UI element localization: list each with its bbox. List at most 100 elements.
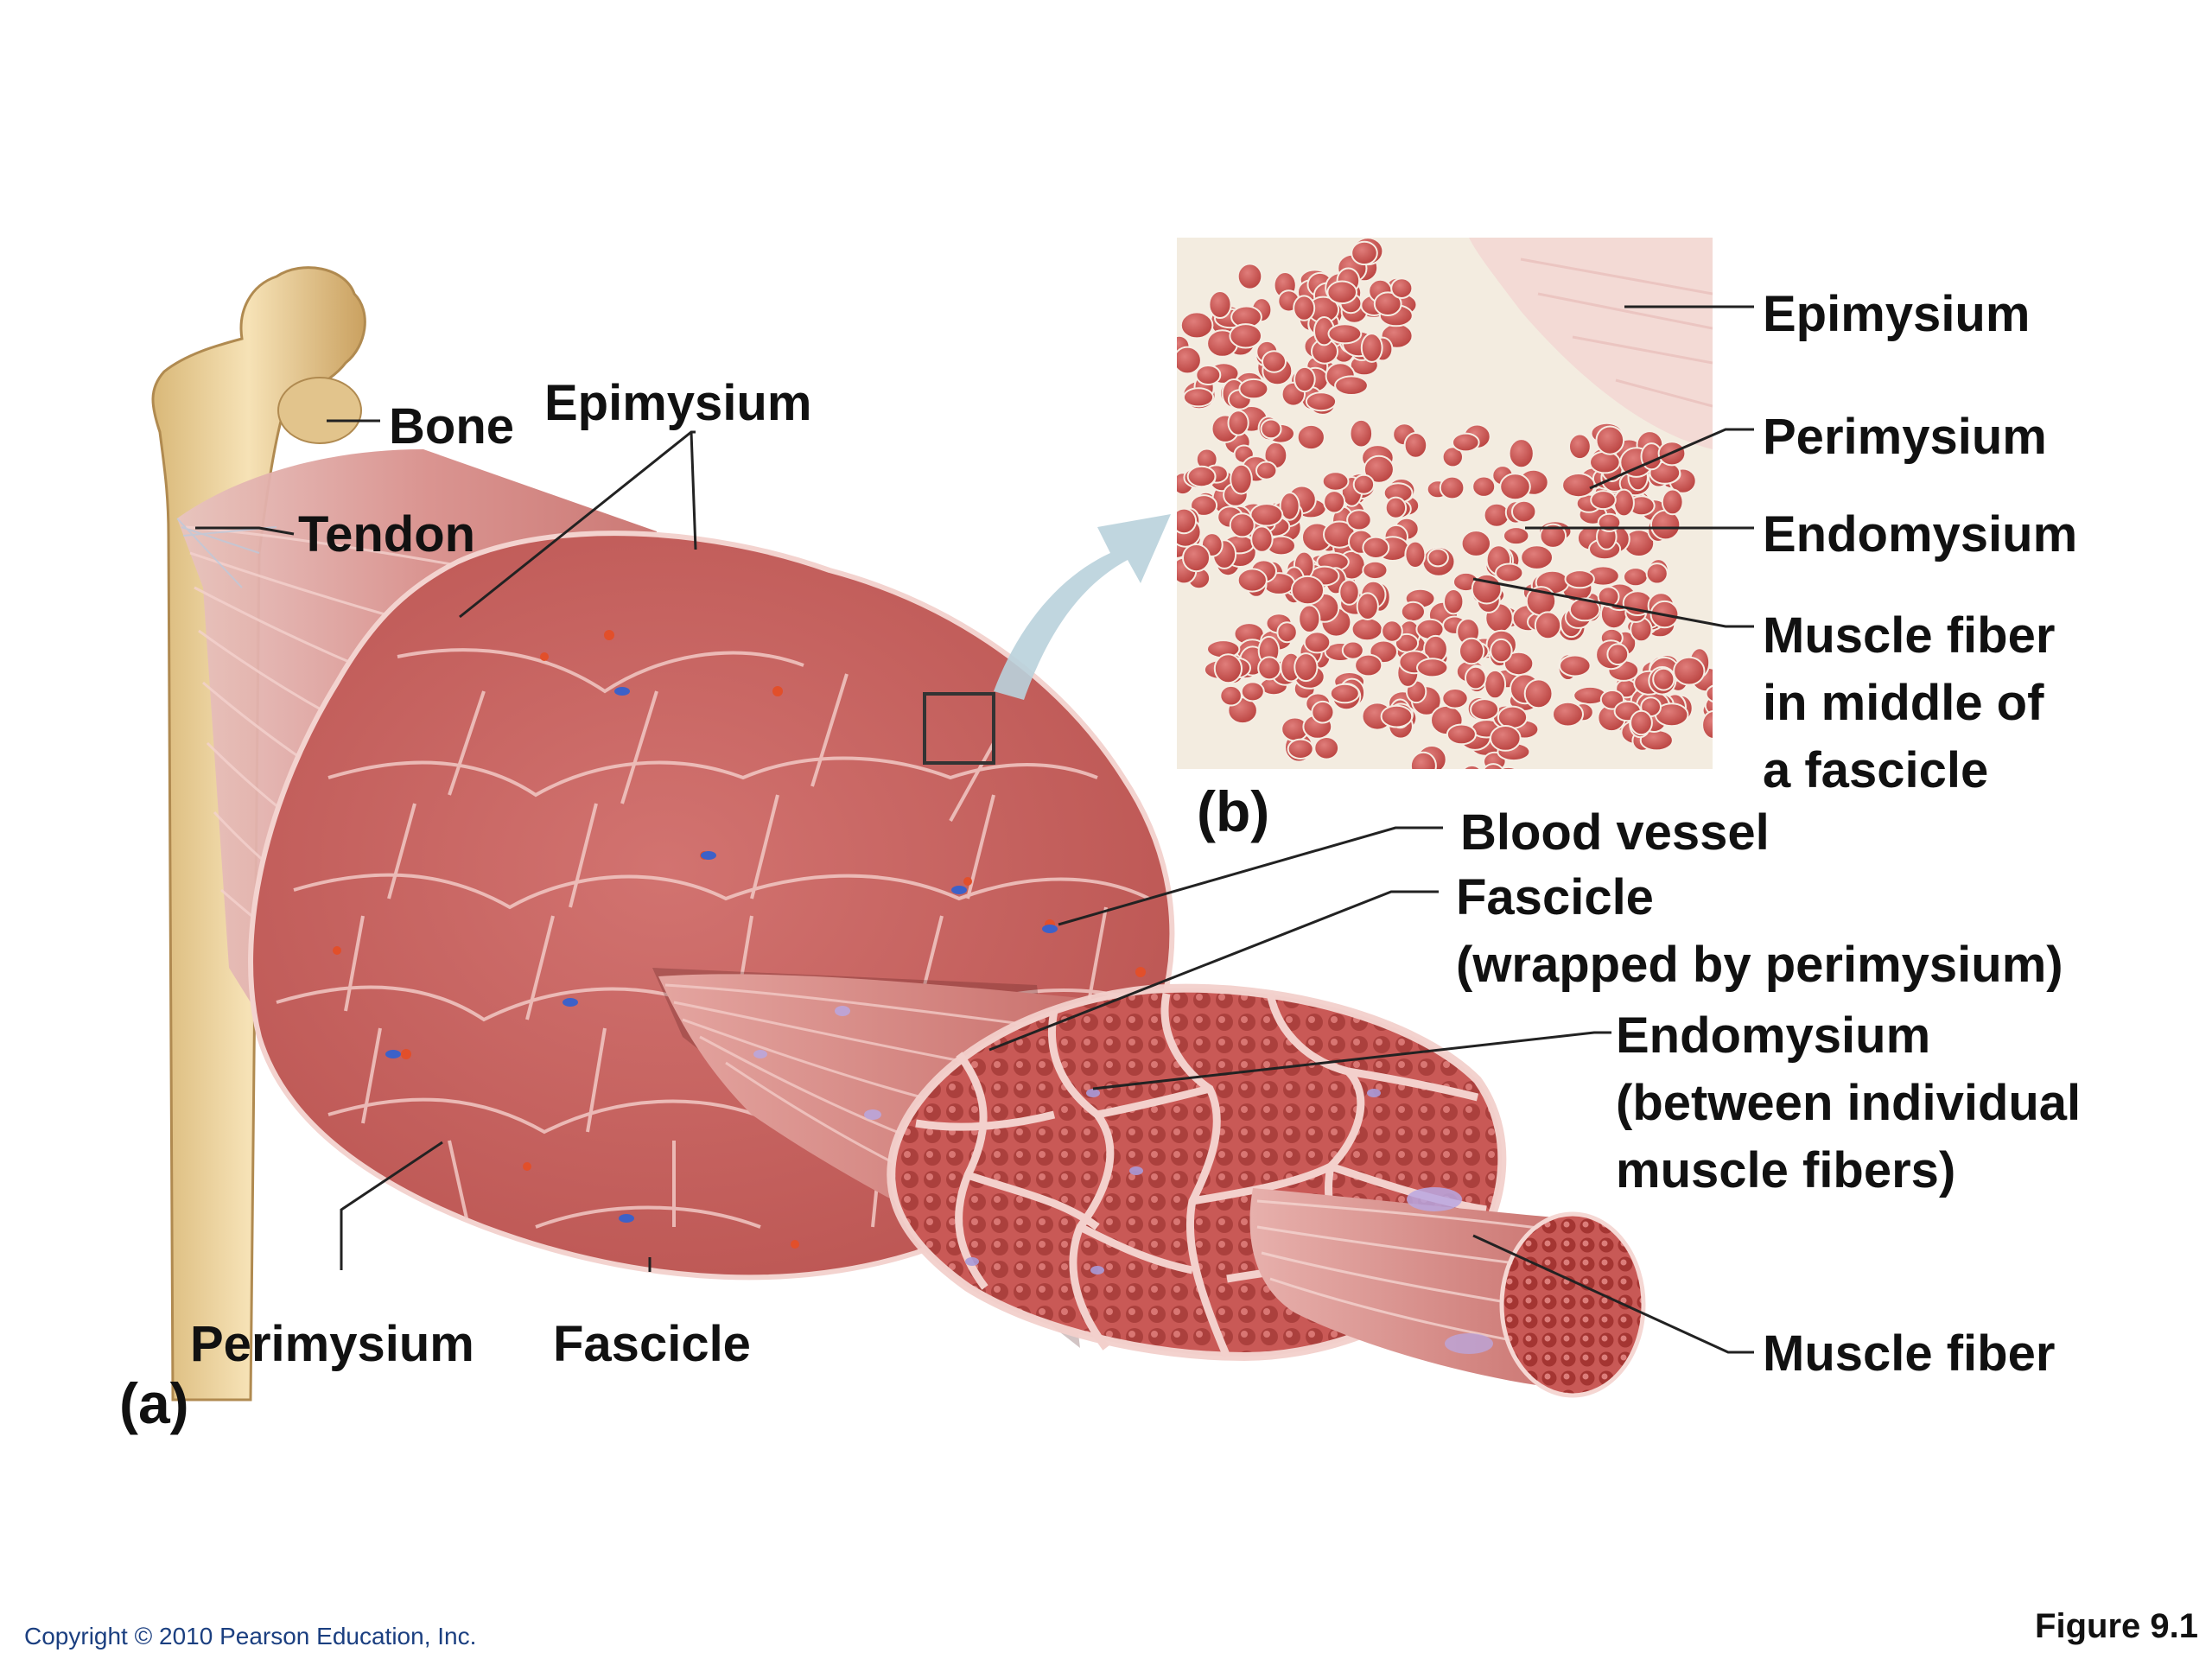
micrograph-fiber-cell <box>1321 471 1350 492</box>
micrograph-fiber-cell <box>1323 490 1346 514</box>
micrograph-fiber-cell <box>1354 653 1383 677</box>
micrograph-fiber-cell <box>1552 701 1584 728</box>
micrograph-fiber-cell <box>1673 656 1706 686</box>
micrograph-fiber-cell <box>1652 667 1675 691</box>
label-perimysium-a: Perimysium <box>190 1316 474 1372</box>
leader-lines <box>195 305 1754 1354</box>
micrograph-fiber-cell <box>1294 365 1316 393</box>
micrograph-fiber-cell <box>1229 323 1262 349</box>
micrograph-fiber-cell <box>1305 391 1338 412</box>
micrograph-fiber-cell <box>1182 387 1215 408</box>
micrograph-fiber-cell <box>1441 688 1469 709</box>
micrograph-fiber-cell <box>1606 643 1630 666</box>
micrograph-fiber-cell <box>1523 678 1554 709</box>
micrograph-fiber-cell <box>1511 499 1537 524</box>
micrograph-fiber-cell <box>1381 620 1403 643</box>
micrograph-fiber-cell <box>1236 263 1263 290</box>
micrograph <box>1177 238 1713 769</box>
micrograph-fiber-cell <box>1177 507 1198 535</box>
micrograph-fiber-cell <box>1227 410 1249 436</box>
label-fascicle-a: Fascicle <box>553 1316 751 1372</box>
micrograph-fiber-cell <box>1441 446 1465 468</box>
micrograph-fiber-cell <box>1597 586 1620 607</box>
micrograph-fiber-cell <box>1484 669 1507 700</box>
micrograph-fiber-cell <box>1208 290 1232 319</box>
label-panel-a: (a) <box>119 1371 189 1435</box>
micrograph-fiber-cell <box>1279 492 1300 521</box>
micrograph-fiber-cell <box>1460 530 1492 557</box>
label-muscle-fiber-middle-line3: a fascicle <box>1763 742 1989 798</box>
micrograph-fiber-cell <box>1380 704 1414 728</box>
micrograph-fiber-cell <box>1356 592 1379 621</box>
micrograph-fiber-cell <box>1471 475 1497 498</box>
micrograph-fiber-cell <box>1362 560 1389 581</box>
label-muscle-fiber-middle-line1: Muscle fiber <box>1763 607 2056 664</box>
label-bone: Bone <box>389 398 514 454</box>
micrograph-fiber-cell <box>1498 766 1518 769</box>
label-endomysium-between-line2: (between individual <box>1616 1075 2082 1131</box>
micrograph-fiber-cell <box>1459 637 1485 665</box>
micrograph-fiber-cell <box>1294 652 1319 683</box>
micrograph-fiber-cell <box>1186 465 1217 488</box>
micrograph-fiber-cell <box>1470 698 1500 721</box>
figure-number: Figure 9.1 <box>2035 1607 2198 1645</box>
label-muscle-fiber-middle-line2: in middle of <box>1763 675 2044 731</box>
label-endomysium-between-line3: muscle fibers) <box>1616 1142 1956 1198</box>
micrograph-fiber-cell <box>1311 700 1335 724</box>
micrograph-fiber-cell <box>1403 432 1428 459</box>
micrograph-fiber-cell <box>1257 656 1281 681</box>
micrograph-fiber-cell <box>1238 378 1269 400</box>
micrograph-fiber-cell <box>1334 375 1369 397</box>
micrograph-fiber-cell <box>1462 764 1482 769</box>
micrograph-fiber-cell <box>1195 365 1222 385</box>
micrograph-fiber-cell <box>1276 621 1298 644</box>
micrograph-fiber-cell <box>1338 579 1360 606</box>
micrograph-fiber-cell <box>1240 681 1265 702</box>
micrograph-fiber-cell <box>1250 525 1274 553</box>
micrograph-fiber-cell <box>1290 575 1325 606</box>
label-endomysium-b: Endomysium <box>1763 506 2078 563</box>
micrograph-fiber-cell <box>1351 617 1383 642</box>
label-blood-vessel: Blood vessel <box>1460 804 1770 861</box>
muscle-fiber-3d <box>1249 1187 1646 1398</box>
label-panel-b: (b) <box>1197 779 1270 843</box>
micrograph-fiber-cell <box>1446 723 1477 746</box>
label-fascicle-wrapped-line2: (wrapped by perimysium) <box>1456 937 2063 993</box>
micrograph-fiber-cell <box>1352 474 1376 495</box>
micrograph-fiber-cell <box>1296 423 1325 451</box>
blood-vessels <box>333 630 1146 1249</box>
micrograph-fiber-cell <box>1503 526 1530 546</box>
micrograph-fiber-cell <box>1559 654 1592 677</box>
micrograph-fiber-cell <box>1255 461 1278 480</box>
micrograph-fiber-cell <box>1561 473 1596 499</box>
micrograph-fiber-cell <box>1630 709 1653 736</box>
micrograph-fiber-cell <box>1303 631 1332 654</box>
micrograph-fiber-cell <box>1384 496 1408 519</box>
magnified-region-box <box>923 692 995 765</box>
micrograph-fiber-cell <box>1329 683 1360 704</box>
micrograph-fiber-cell <box>1701 709 1713 741</box>
micrograph-fiber-cell <box>1260 418 1282 440</box>
label-epimysium-a: Epimysium <box>544 375 812 431</box>
label-tendon: Tendon <box>298 506 476 563</box>
micrograph-fiber-cell <box>1612 488 1635 518</box>
micrograph-fiber-cell <box>1346 509 1372 531</box>
micrograph-fiber-cell <box>1416 658 1449 678</box>
micrograph-fiber-cell <box>1492 767 1502 769</box>
micrograph-fiber-cell <box>1443 588 1465 615</box>
micrograph-fiber-cell <box>1661 488 1684 516</box>
micrograph-fiber-cell <box>1236 568 1268 593</box>
micrograph-fiber-cell <box>1534 611 1562 640</box>
micrograph-fiber-cell <box>1360 333 1383 363</box>
micrograph-fiber-cell <box>1182 543 1211 573</box>
micrograph-fiber-cell <box>1313 736 1340 760</box>
micrograph-fiber-cell <box>1520 544 1554 570</box>
micrograph-fiber-cell <box>1229 512 1255 538</box>
label-fascicle-wrapped-line1: Fascicle <box>1456 869 1654 925</box>
micrograph-fiber-cell <box>1293 295 1316 321</box>
label-endomysium-between-line1: Endomysium <box>1616 1007 1931 1064</box>
micrograph-fiber-cell <box>1568 597 1601 622</box>
micrograph-fiber-cell <box>1213 653 1243 684</box>
micrograph-fiber-cell <box>1705 684 1713 702</box>
